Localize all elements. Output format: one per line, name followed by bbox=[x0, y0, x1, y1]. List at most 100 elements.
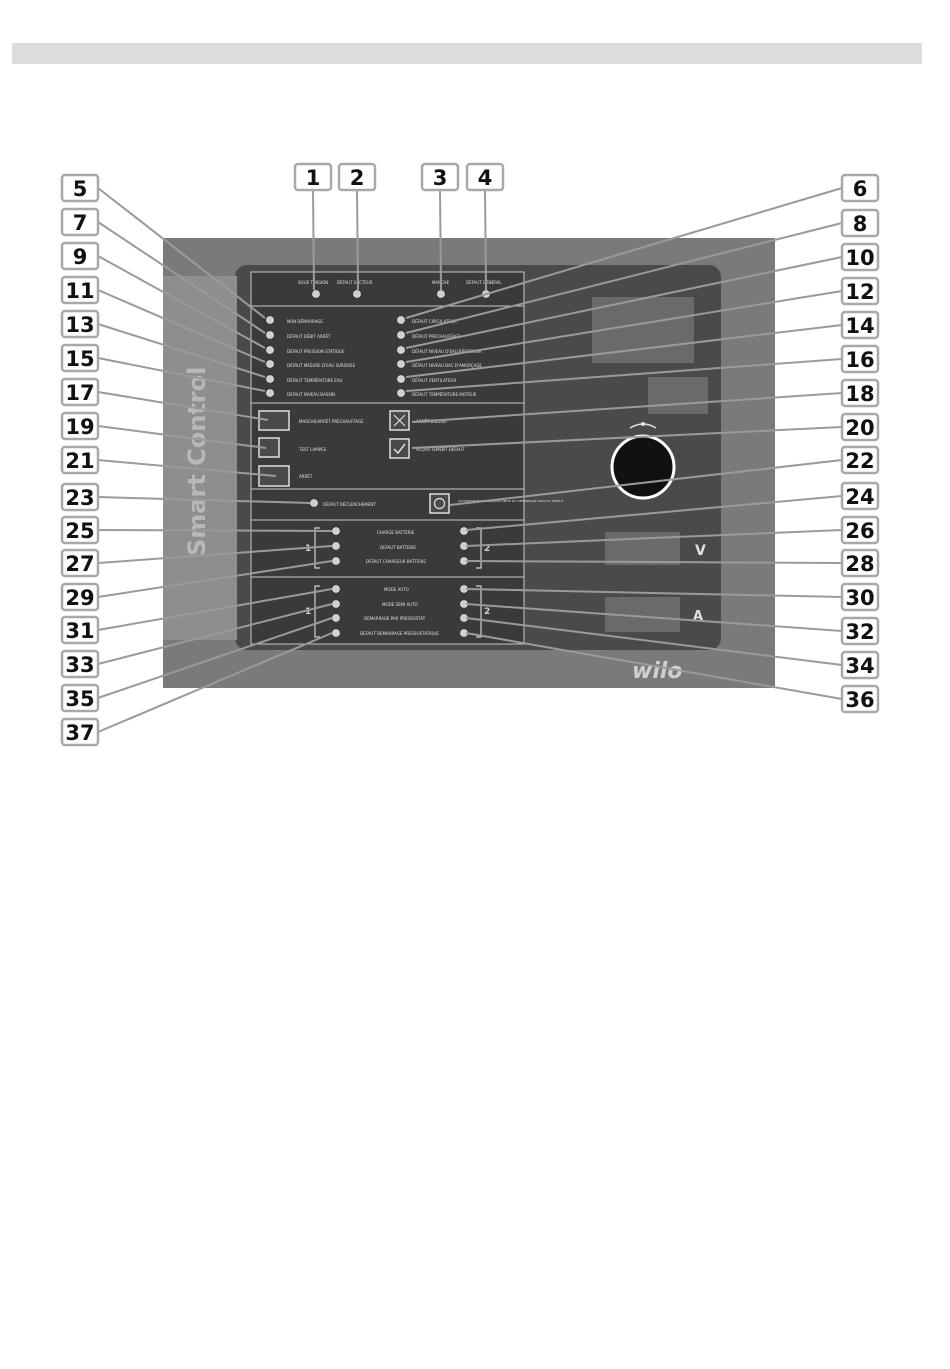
callout-box bbox=[60, 445, 100, 475]
buzzer-muted-icon bbox=[393, 414, 406, 427]
callout-leader bbox=[356, 189, 359, 291]
callout-leader bbox=[312, 189, 315, 291]
callout-box bbox=[60, 683, 100, 713]
fault-ack-button[interactable] bbox=[389, 438, 410, 459]
button-label-stop: ARRÊT bbox=[299, 474, 313, 479]
callout-box bbox=[60, 207, 100, 237]
timer-button[interactable] bbox=[429, 493, 450, 514]
callout-number: 4 bbox=[478, 166, 493, 190]
voltmeter-unit: V bbox=[695, 543, 706, 559]
button-label-preheat: MARCHE/ARRÊT PRÉCHAUFFAGE bbox=[299, 419, 364, 424]
callout-leader bbox=[97, 545, 333, 564]
callout-leader bbox=[465, 495, 843, 531]
callout-leader bbox=[97, 425, 267, 449]
callout-box bbox=[60, 649, 100, 679]
callout-leader bbox=[411, 426, 843, 449]
callout-leader bbox=[97, 323, 266, 378]
callout-number: 25 bbox=[65, 519, 94, 543]
led-label-engine-temp: DÉFAUT TEMPÉRATURE MOTEUR bbox=[412, 392, 477, 397]
indicator-led bbox=[353, 290, 361, 298]
callout-box bbox=[60, 615, 100, 645]
callout-box bbox=[60, 411, 100, 441]
callout-box bbox=[840, 276, 880, 306]
callout-number: 3 bbox=[433, 166, 448, 190]
callout-box bbox=[293, 162, 333, 192]
button-label-fault-ack: ACQUITTEMENT DÉFAUT bbox=[416, 447, 465, 452]
callout-number: 8 bbox=[853, 212, 868, 236]
callout-leader bbox=[405, 222, 843, 334]
preheat-button[interactable] bbox=[258, 410, 290, 431]
led-label-charger-fault: DÉFAUT CHARGEUR BATTERIE bbox=[366, 559, 426, 564]
callout-number: 13 bbox=[65, 313, 94, 337]
led-label-water-temp: DÉFAUT TEMPÉRATURE EAU bbox=[287, 378, 343, 383]
callout-leader bbox=[97, 529, 333, 532]
led-label-trip-fault: DÉFAUT DÉCLENCHEMENT bbox=[323, 502, 376, 507]
callout-leader bbox=[465, 617, 843, 666]
callout-number: 30 bbox=[845, 586, 874, 610]
callout-box bbox=[840, 650, 880, 680]
callout-number: 37 bbox=[65, 721, 94, 745]
callout-box bbox=[840, 310, 880, 340]
timer-icon bbox=[433, 497, 446, 510]
callout-leader bbox=[465, 588, 843, 598]
left-label-strip bbox=[163, 276, 237, 640]
callout-number: 7 bbox=[73, 211, 88, 235]
callout-box bbox=[60, 309, 100, 339]
led-label-pressostat-start: DÉMARRAGE PAR PRESSOSTAT bbox=[364, 616, 426, 621]
callout-leader bbox=[97, 617, 333, 699]
callout-box bbox=[840, 412, 880, 442]
indicator-led bbox=[332, 600, 340, 608]
callout-leader bbox=[97, 289, 266, 363]
callout-leader bbox=[484, 189, 487, 291]
led-label-preheat-fault: DÉFAUT PRÉCHAUFFAGE bbox=[412, 334, 461, 339]
checkmark-icon bbox=[393, 443, 406, 455]
callout-number: 31 bbox=[65, 619, 94, 643]
callout-leader bbox=[405, 187, 843, 319]
callout-box bbox=[60, 241, 100, 271]
callout-leader bbox=[97, 255, 266, 349]
callout-leader bbox=[449, 459, 843, 506]
callout-number: 18 bbox=[845, 382, 874, 406]
callout-leader bbox=[405, 290, 843, 363]
callout-number: 5 bbox=[73, 177, 88, 201]
callout-box bbox=[60, 515, 100, 545]
callout-number: 15 bbox=[65, 347, 94, 371]
callout-box bbox=[60, 377, 100, 407]
indicator-led bbox=[332, 629, 340, 637]
callout-leader bbox=[465, 560, 843, 564]
page-header-bar bbox=[12, 43, 922, 64]
callout-box bbox=[840, 684, 880, 714]
led-label-basin-level: DÉFAUT NIVEAU BASSIN bbox=[287, 392, 335, 397]
callout-leader bbox=[465, 632, 843, 700]
callout-number: 23 bbox=[65, 486, 94, 510]
callout-number: 17 bbox=[65, 381, 94, 405]
led-label-auto: MODE AUTO bbox=[384, 587, 409, 592]
callout-number: 33 bbox=[65, 653, 94, 677]
callout-number: 2 bbox=[350, 166, 365, 190]
callout-box bbox=[60, 275, 100, 305]
group-2-label-b: 2 bbox=[484, 607, 490, 617]
callout-number: 36 bbox=[845, 688, 874, 712]
indicator-led bbox=[310, 499, 318, 507]
indicator-led bbox=[397, 360, 405, 368]
callout-box bbox=[840, 616, 880, 646]
led-label-general-fault: DÉFAUT GÉNÉRAL bbox=[466, 280, 502, 285]
callout-leader bbox=[465, 603, 843, 632]
indicator-led bbox=[312, 290, 320, 298]
callout-box bbox=[60, 717, 100, 747]
callout-leader bbox=[439, 189, 442, 291]
callout-box bbox=[840, 344, 880, 374]
rotary-selector-knob[interactable] bbox=[610, 434, 676, 500]
ammeter-unit: A bbox=[693, 609, 703, 624]
callout-leader bbox=[465, 529, 843, 547]
indicator-led bbox=[332, 527, 340, 535]
indicator-led bbox=[266, 316, 274, 324]
led-label-priming-level: DÉFAUT NIVEAU BAC D'AMORÇAGE bbox=[412, 363, 482, 368]
led-label-flow-fault: DÉFAUT DÉBIT ARRÊT bbox=[287, 334, 331, 339]
callout-box bbox=[840, 173, 880, 203]
callout-box bbox=[60, 482, 100, 512]
indicator-led bbox=[460, 527, 468, 535]
led-label-tank-level: DÉFAUT NIVEAU D'EAU RÉSERVOIR bbox=[412, 349, 482, 354]
indicator-led bbox=[266, 346, 274, 354]
callout-leader bbox=[97, 496, 311, 504]
